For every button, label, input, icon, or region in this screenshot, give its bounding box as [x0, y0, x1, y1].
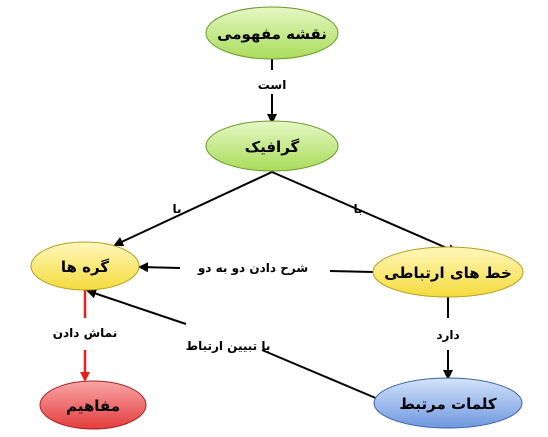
- node-concepts-label: مفاهیم: [66, 397, 120, 415]
- node-nodes[interactable]: گره ها: [30, 241, 140, 291]
- node-nodes-label: گره ها: [61, 258, 109, 276]
- edge-label-with-right: با: [353, 202, 362, 216]
- edge-label-has: دارد: [436, 328, 459, 342]
- edge-related-to-nodes-b: [86, 288, 187, 325]
- edge-label-show: نماش دادن: [53, 326, 117, 340]
- edge-label-by-relation: با تبیین ارتباط: [186, 339, 271, 353]
- node-concept-map-label: نقشه مفهومی: [217, 25, 327, 43]
- node-lines-label: خط های ارتباطی: [384, 264, 512, 282]
- edge-related-to-nodes-a: [261, 349, 379, 400]
- node-lines[interactable]: خط های ارتباطی: [372, 246, 524, 298]
- edge-label-with-left: با: [172, 202, 181, 216]
- node-graphic[interactable]: گرافیک: [205, 120, 339, 172]
- edge-graphic-to-lines: [271, 171, 458, 254]
- edge-graphic-to-nodes: [113, 171, 273, 247]
- edge-label-is: است: [258, 78, 287, 92]
- edge-lines-to-nodes-b: [138, 262, 181, 273]
- node-related-words-label: کلمات مرتبط: [399, 395, 497, 413]
- node-concepts[interactable]: مفاهیم: [39, 380, 147, 430]
- edge-label-explain-two: شرح دادن دو به دو: [197, 261, 308, 276]
- node-graphic-label: گرافیک: [245, 138, 300, 156]
- node-related-words[interactable]: کلمات مرتبط: [373, 377, 523, 429]
- node-concept-map[interactable]: نقشه مفهومی: [205, 6, 339, 60]
- edge-lines-to-nodes-a: [329, 270, 374, 273]
